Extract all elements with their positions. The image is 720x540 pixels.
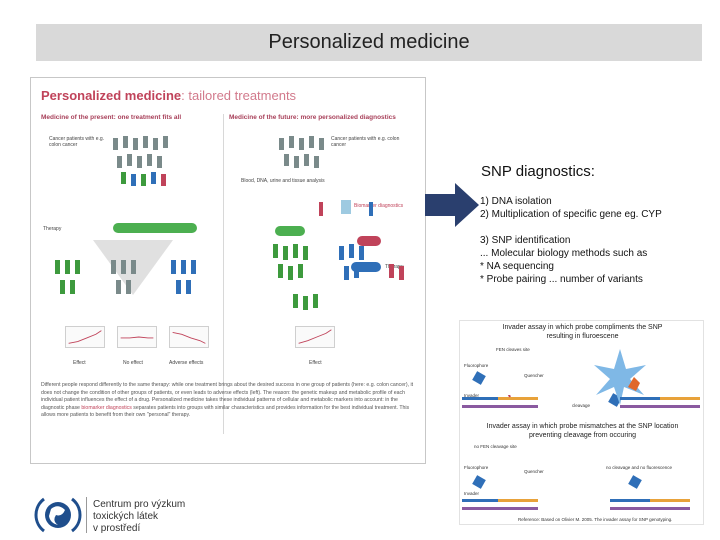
therapy-right-label: Therapy <box>385 264 404 270</box>
invader-caption-mid: Invader assay in which probe mismatches … <box>486 423 679 439</box>
dna-strands-bottom <box>462 499 690 510</box>
therapy-pill-red <box>357 236 381 246</box>
left-patients-label: Cancer patients with e.g. colon cancer <box>49 136 105 148</box>
poster-description: Different people respond differently to … <box>41 382 414 419</box>
effect-chart-right <box>295 326 335 348</box>
snp-step: 1) DNA isolation <box>480 196 552 207</box>
invader-label-bottom: Invader <box>464 491 480 496</box>
invader-reference: Reference: Based on Olivier M. 2005. The… <box>518 517 673 522</box>
fluorophore-bound-icon <box>628 475 642 489</box>
slide-title: Personalized medicine <box>268 31 470 53</box>
poster-title: Personalized medicine: tailored treatmen… <box>41 88 297 103</box>
no-fen-label: no FEN cleavage site <box>474 444 517 449</box>
invader-label-top: Invader <box>464 393 480 398</box>
fluorophore-icon <box>472 371 486 385</box>
quencher-label-top: Quencher <box>524 373 544 378</box>
fluorophore-icon-bottom <box>472 475 486 489</box>
biomarker-label: Biomarker diagnostics <box>354 203 404 209</box>
invader-assay-figure: Invader assay in which probe compliments… <box>459 320 704 525</box>
fluorophore-label-bottom: Fluorophore <box>464 465 489 470</box>
personalized-medicine-poster: Personalized medicine: tailored treatmen… <box>30 77 426 464</box>
snp-step: 3) SNP identification <box>480 235 571 246</box>
snp-steps: 1) DNA isolation 2) Multiplication of sp… <box>480 195 662 286</box>
snp-heading: SNP diagnostics: <box>481 163 595 180</box>
right-patients-label: Cancer patients with e.g. colon cancer <box>331 136 400 148</box>
right-column-heading: Medicine of the future: more personalize… <box>229 114 396 121</box>
left-patient-crowd <box>111 134 191 199</box>
analysis-label: Blood, DNA, urine and tissue analysis <box>241 178 325 184</box>
fen-cleaves-label: FEN cleaves site <box>496 347 530 352</box>
snp-step: * Probe pairing ... number of variants <box>480 274 643 285</box>
snp-step: 2) Multiplication of specific gene eg. C… <box>480 209 662 220</box>
crowd-illustration <box>113 136 168 186</box>
left-column-heading: Medicine of the present: one treatment f… <box>41 114 182 121</box>
column-divider <box>223 114 224 434</box>
right-arrow-icon <box>425 183 479 227</box>
snp-step <box>480 221 662 234</box>
therapy-pill-green <box>275 226 305 236</box>
therapy-pill-left <box>113 223 197 233</box>
adverse-effects-chart <box>169 326 209 348</box>
no-effect-chart <box>117 326 157 348</box>
cleavage-label: cleavage <box>572 403 591 408</box>
snp-step: * NA sequencing <box>480 261 554 272</box>
fluorophore-label-top: Fluorophore <box>464 363 489 368</box>
therapy-pill-blue <box>351 262 381 272</box>
fluorescence-burst-icon <box>594 349 646 405</box>
slide-title-bar: Personalized medicine <box>36 24 702 61</box>
label-effect-right: Effect <box>309 360 322 366</box>
label-adverse-effects: Adverse effects <box>169 360 204 366</box>
snp-step: ... Molecular biology methods such as <box>480 248 648 259</box>
label-effect-left: Effect <box>73 360 86 366</box>
quencher-label-bottom: Quencher <box>524 469 544 474</box>
effect-chart-left <box>65 326 105 348</box>
dna-strands-top <box>462 395 700 408</box>
label-no-effect: No effect <box>123 360 143 366</box>
invader-caption-top: Invader assay in which probe compliments… <box>502 324 663 340</box>
left-outcome-crowd <box>55 260 196 294</box>
no-cleavage-label: no cleavage and no fluorescence <box>606 465 673 470</box>
centre-logo-icon <box>34 497 82 533</box>
centre-name: Centrum pro výzkum toxických látek v pro… <box>93 499 186 534</box>
logo-separator <box>86 497 87 533</box>
therapy-left-label: Therapy <box>43 226 62 232</box>
